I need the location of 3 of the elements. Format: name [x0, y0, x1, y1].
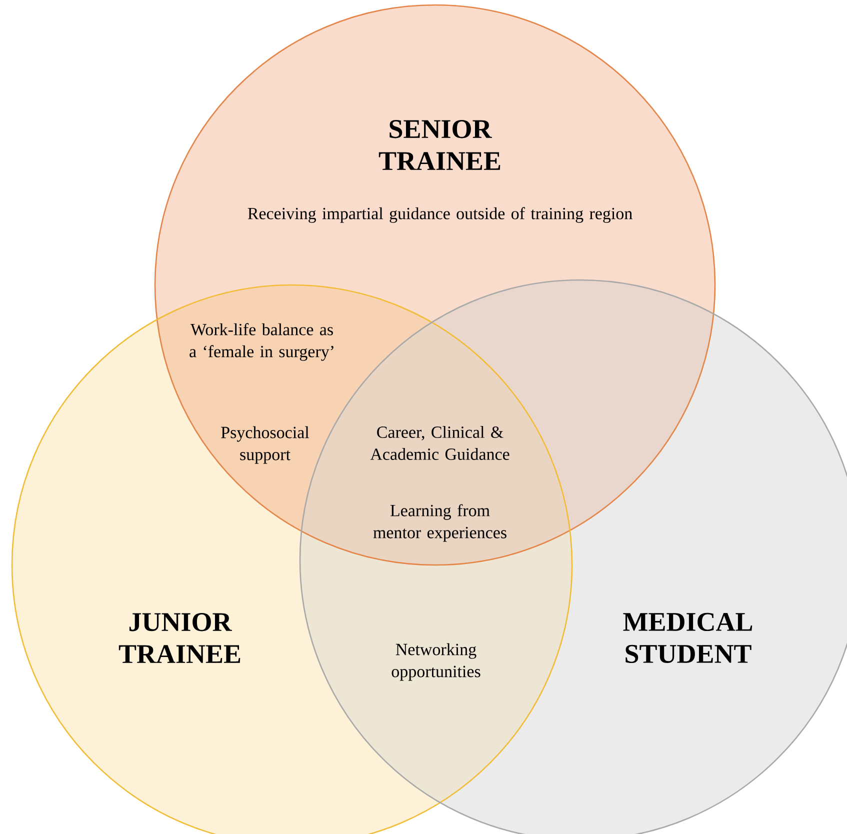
region-label: Networking opportunities	[392, 643, 480, 681]
region-label: Learning from mentor experiences	[373, 504, 506, 542]
region-label: Career, Clinical & Academic Guidance	[370, 426, 510, 460]
